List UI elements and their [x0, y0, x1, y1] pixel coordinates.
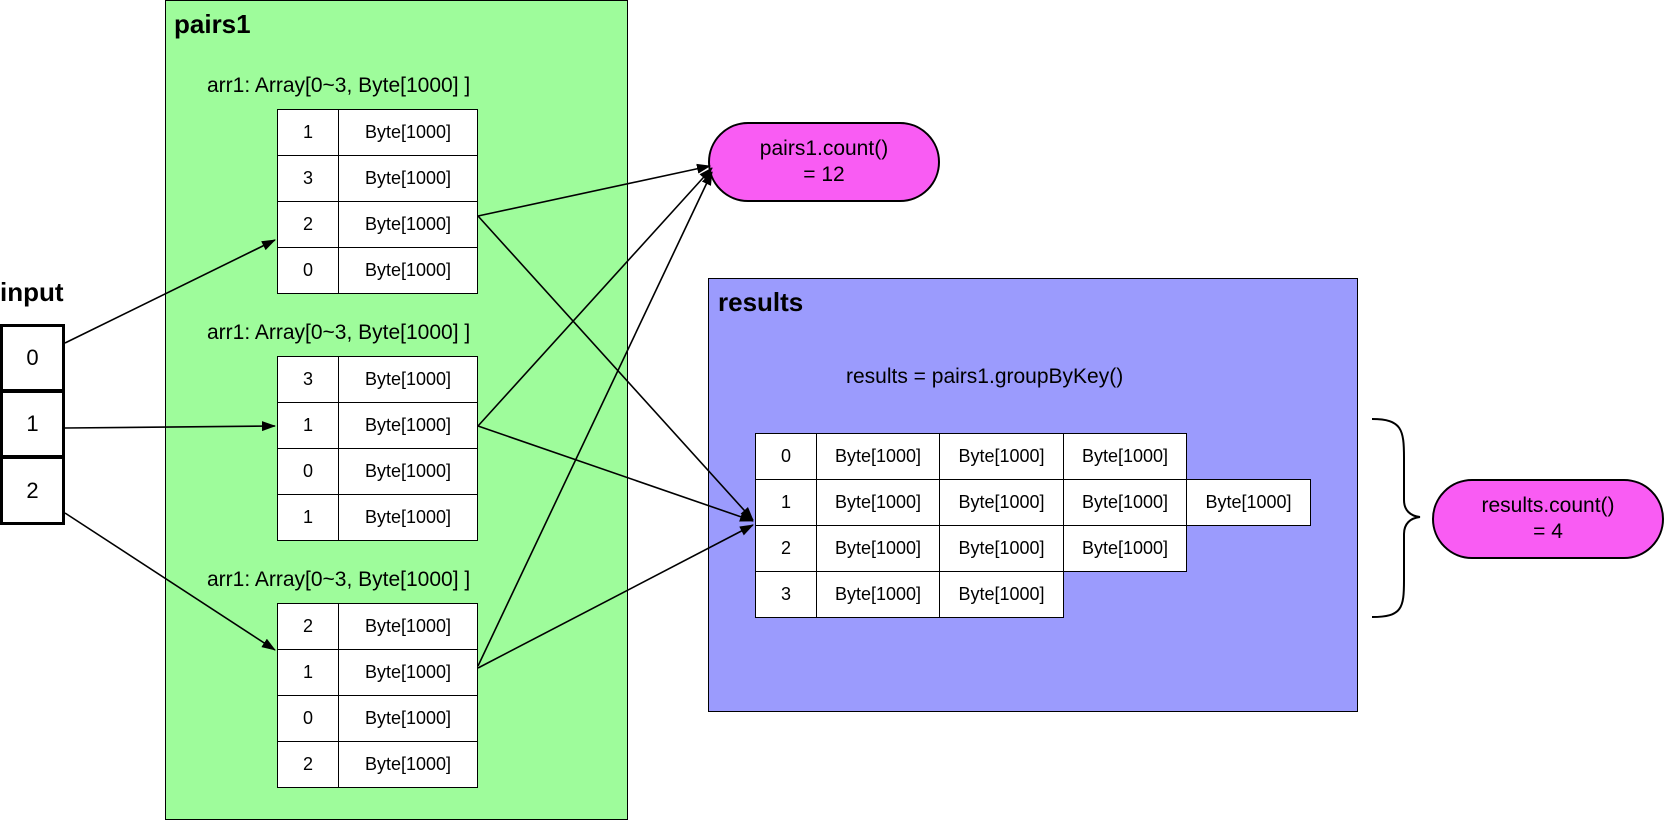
array-value-cell: Byte[1000] — [338, 247, 478, 294]
pairs-count-node: pairs1.count() = 12 — [708, 122, 940, 202]
array-key-cell: 0 — [277, 448, 339, 495]
results-value-cell: Byte[1000] — [816, 525, 940, 572]
pairs1-label: pairs1 — [174, 9, 251, 39]
array-value-cell: Byte[1000] — [338, 494, 478, 541]
results-count-value: = 4 — [1533, 520, 1563, 543]
input-cell: 2 — [0, 456, 65, 525]
array-key-cell: 1 — [277, 109, 339, 156]
array-key-cell: 0 — [277, 695, 339, 742]
results-value-cell: Byte[1000] — [1186, 479, 1311, 526]
results-key-cell: 2 — [755, 525, 817, 572]
results-caption: results = pairs1.groupByKey() — [846, 365, 1124, 388]
array-value-cell: Byte[1000] — [338, 448, 478, 495]
results-value-cell: Byte[1000] — [1063, 433, 1187, 480]
array-value-cell: Byte[1000] — [338, 356, 478, 403]
input-cell: 0 — [0, 324, 65, 392]
results-value-cell: Byte[1000] — [939, 479, 1064, 526]
array-key-cell: 3 — [277, 155, 339, 202]
results-value-cell: Byte[1000] — [1063, 479, 1187, 526]
array-key-cell: 1 — [277, 402, 339, 449]
array-key-cell: 1 — [277, 494, 339, 541]
array-value-cell: Byte[1000] — [338, 201, 478, 248]
array-key-cell: 2 — [277, 741, 339, 788]
results-value-cell: Byte[1000] — [816, 433, 940, 480]
array-key-cell: 2 — [277, 201, 339, 248]
input-cell: 1 — [0, 390, 65, 458]
results-value-cell: Byte[1000] — [939, 433, 1064, 480]
results-value-cell: Byte[1000] — [939, 571, 1064, 618]
results-key-cell: 3 — [755, 571, 817, 618]
results-key-cell: 0 — [755, 433, 817, 480]
array-value-cell: Byte[1000] — [338, 649, 478, 696]
results-count-node: results.count() = 4 — [1432, 479, 1664, 559]
array-caption-1: arr1: Array[0~3, Byte[1000] ] — [207, 74, 471, 97]
array-caption-3: arr1: Array[0~3, Byte[1000] ] — [207, 568, 471, 591]
pairs-count-expression: pairs1.count() — [759, 137, 889, 160]
array-value-cell: Byte[1000] — [338, 109, 478, 156]
array-value-cell: Byte[1000] — [338, 603, 478, 650]
array-value-cell: Byte[1000] — [338, 741, 478, 788]
array-value-cell: Byte[1000] — [338, 402, 478, 449]
array-key-cell: 0 — [277, 247, 339, 294]
results-value-cell: Byte[1000] — [939, 525, 1064, 572]
results-key-cell: 1 — [755, 479, 817, 526]
results-value-cell: Byte[1000] — [816, 479, 940, 526]
array-caption-2: arr1: Array[0~3, Byte[1000] ] — [207, 321, 471, 344]
results-label: results — [718, 287, 804, 317]
array-key-cell: 3 — [277, 356, 339, 403]
results-value-cell: Byte[1000] — [816, 571, 940, 618]
input-label: input — [0, 277, 64, 307]
results-value-cell: Byte[1000] — [1063, 525, 1187, 572]
array-key-cell: 1 — [277, 649, 339, 696]
curly-brace — [1371, 418, 1421, 618]
array-value-cell: Byte[1000] — [338, 155, 478, 202]
array-key-cell: 2 — [277, 603, 339, 650]
array-value-cell: Byte[1000] — [338, 695, 478, 742]
pairs-count-value: = 12 — [803, 163, 845, 186]
results-count-expression: results.count() — [1481, 494, 1615, 517]
